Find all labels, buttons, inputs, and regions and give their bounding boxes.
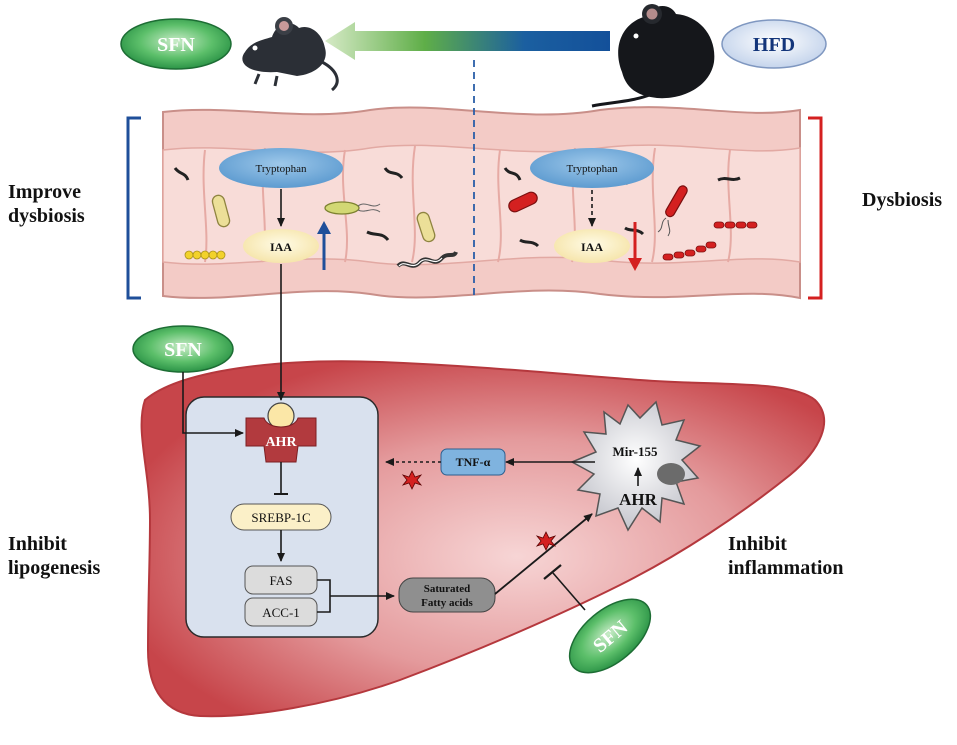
- right-tryptophan-label: Tryptophan: [567, 163, 618, 175]
- sfa-label-2: Fatty acids: [421, 597, 473, 609]
- liver-section: SFN AHR SREBP-1C FAS ACC-1: [132, 264, 825, 718]
- macrophage-ahr-label: AHR: [619, 490, 658, 509]
- inhibit-inflammation-line2: inflammation: [728, 557, 844, 579]
- inflammation-burst-icon: [535, 531, 557, 551]
- improve-dysbiosis-line1: Improve: [8, 181, 81, 203]
- dysbiosis-text: Dysbiosis: [862, 189, 943, 211]
- improve-dysbiosis-label: Improve dysbiosis: [8, 180, 85, 228]
- sfn-liver-label: SFN: [164, 339, 202, 361]
- down-arrow-icon: [628, 258, 642, 271]
- right-iaa-label: IAA: [581, 240, 603, 254]
- lean-mouse-icon: [242, 17, 339, 92]
- transition-arrow: [325, 22, 610, 60]
- left-iaa-label: IAA: [270, 240, 292, 254]
- right-bracket: [808, 116, 823, 300]
- tnf-alpha-box: TNF-α: [440, 448, 506, 476]
- ahr-label: AHR: [265, 435, 297, 450]
- sfn-badge-liver: SFN: [132, 325, 234, 373]
- right-tryptophan-pathway: Tryptophan IAA: [530, 148, 654, 271]
- left-bracket: [126, 116, 141, 300]
- up-arrow-icon: [317, 221, 331, 234]
- sfn-badge-bottom: SFN: [568, 598, 652, 674]
- ahr-receptor: AHR: [245, 402, 317, 463]
- acc-box: ACC-1: [244, 597, 318, 627]
- saturated-fatty-acids-box: Saturated Fatty acids: [398, 577, 496, 613]
- gut-section: Tryptophan IAA Tryptophan IAA: [126, 60, 823, 300]
- macrophage: Mir-155 AHR: [570, 400, 702, 532]
- srebp-label: SREBP-1C: [251, 510, 310, 525]
- inhibit-lipogenesis-line1: Inhibit: [8, 533, 67, 555]
- healthy-bacteria: [173, 163, 458, 268]
- dysbiosis-label: Dysbiosis: [862, 188, 942, 212]
- sfa-label-1: Saturated: [424, 583, 470, 595]
- fas-box: FAS: [244, 565, 318, 595]
- obese-mouse-icon: [591, 4, 715, 108]
- left-tryptophan-pathway: Tryptophan IAA: [219, 148, 343, 270]
- sfn-top-label: SFN: [157, 34, 195, 56]
- inhibit-lipogenesis-label: Inhibit lipogenesis: [8, 532, 100, 580]
- tnf-label: TNF-α: [456, 455, 491, 469]
- inhibit-inflammation-line1: Inhibit: [728, 533, 787, 555]
- hfd-badge: HFD: [721, 19, 827, 69]
- inflammation-burst-icon-2: [401, 470, 423, 490]
- inhibit-inflammation-label: Inhibit inflammation: [728, 532, 844, 580]
- hfd-label: HFD: [753, 34, 795, 56]
- improve-dysbiosis-line2: dysbiosis: [8, 205, 85, 227]
- mir155-label: Mir-155: [613, 444, 658, 459]
- top-transition: SFN HFD: [120, 4, 827, 108]
- acc-label: ACC-1: [262, 605, 300, 620]
- srebp-box: SREBP-1C: [230, 503, 332, 531]
- sfn-badge-top: SFN: [120, 18, 232, 70]
- inhibit-lipogenesis-line2: lipogenesis: [8, 557, 101, 579]
- left-tryptophan-label: Tryptophan: [256, 163, 307, 175]
- fas-label: FAS: [270, 573, 293, 588]
